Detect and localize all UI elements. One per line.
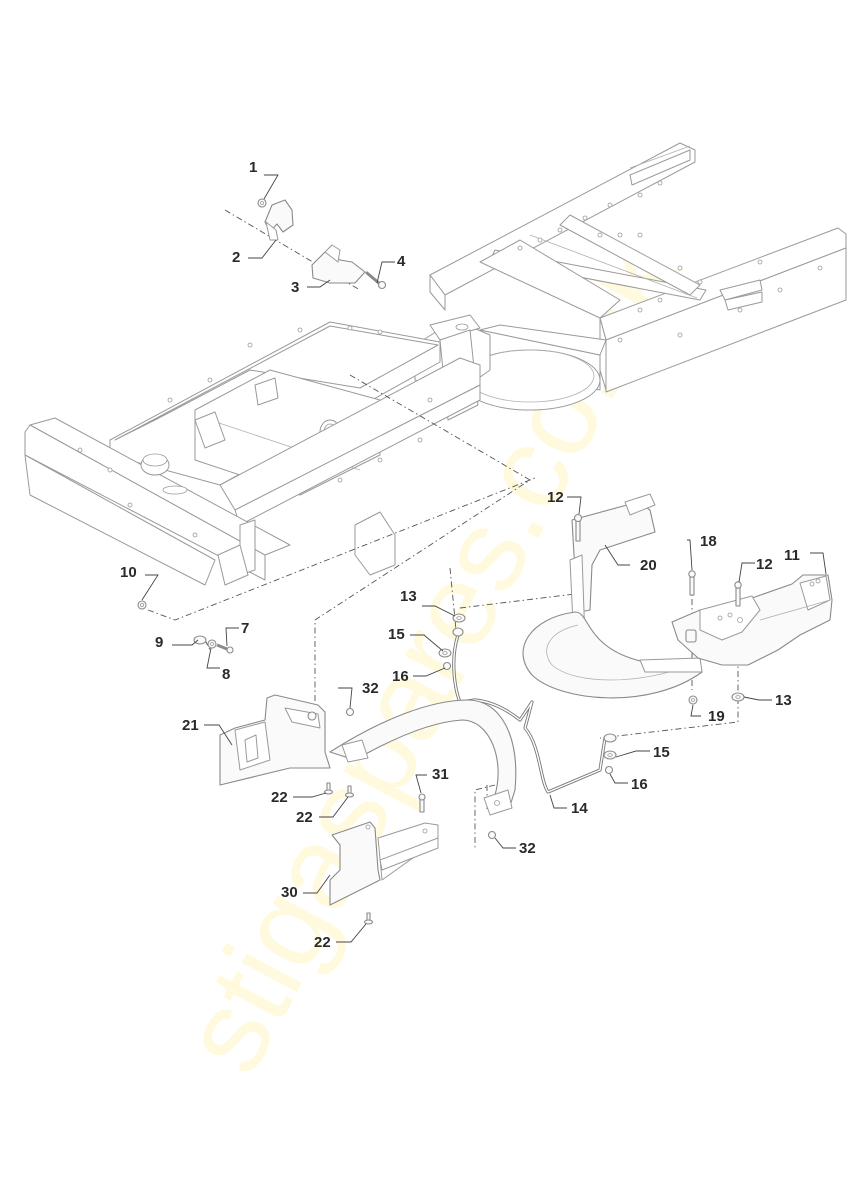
- part-32-nut-top: [345, 707, 355, 717]
- part-22-screw-b: [344, 785, 355, 798]
- part-4-bolt: [365, 271, 387, 290]
- leader-lines: [141, 174, 827, 943]
- part-22-screw-c: [363, 912, 374, 925]
- part-15-washer-right: [603, 750, 617, 760]
- callout-1: 1: [249, 159, 257, 176]
- callout-9: 9: [155, 634, 163, 651]
- callout-7: 7: [241, 620, 249, 637]
- part-13-washer-left: [452, 613, 466, 623]
- part-16-nut-right: [604, 765, 614, 775]
- callout-4: 4: [397, 253, 406, 270]
- callout-20: 20: [640, 557, 657, 574]
- callout-16-right: 16: [631, 776, 648, 793]
- callout-32-top: 32: [362, 680, 379, 697]
- callout-2: 2: [232, 249, 240, 266]
- callout-18: 18: [700, 533, 717, 550]
- callout-13-left: 13: [400, 588, 417, 605]
- part-7-bolt: [216, 643, 234, 654]
- part-2-bracket: [264, 199, 294, 241]
- part-11-right-bracket: [671, 574, 833, 666]
- callout-21: 21: [182, 717, 199, 734]
- callout-22-c: 22: [314, 934, 331, 951]
- part-8-washer: [207, 639, 217, 649]
- part-12-bolt-left: [573, 513, 583, 542]
- part-10-nut: [137, 600, 147, 610]
- callout-16-left: 16: [392, 668, 409, 685]
- part-13-washer-right: [731, 692, 745, 702]
- chassis-frame: [24, 142, 847, 586]
- part-18-bolt: [688, 570, 696, 596]
- part-31-bolt: [418, 793, 426, 813]
- part-12-bolt-right: [734, 581, 742, 607]
- part-1-nut: [257, 198, 267, 208]
- callout-30: 30: [281, 884, 298, 901]
- callout-3: 3: [291, 279, 299, 296]
- callout-19: 19: [708, 708, 725, 725]
- callout-32-bottom: 32: [519, 840, 536, 857]
- callout-15-right: 15: [653, 744, 670, 761]
- part-14-rod: [452, 627, 617, 794]
- part-19-nut: [688, 695, 698, 705]
- callout-12-right: 12: [756, 556, 773, 573]
- callout-11: 11: [784, 547, 800, 564]
- callout-14: 14: [571, 800, 588, 817]
- part-30-guard-plate: [329, 821, 439, 906]
- part-21-left-bracket: [219, 694, 517, 816]
- part-3-plate: [311, 244, 366, 284]
- part-9-spacer: [193, 635, 207, 645]
- part-20-deflector-arm: [522, 493, 703, 699]
- part-15-washer-left: [438, 648, 452, 658]
- frame-holes: [77, 180, 823, 538]
- callout-13-right: 13: [775, 692, 792, 709]
- callout-labels: 1 2 3 4 7 8 9 10 11 12 12 13 13 14 15 15…: [120, 159, 800, 951]
- callout-12-left: 12: [547, 489, 564, 506]
- part-16-nut-left: [442, 661, 452, 671]
- callout-10: 10: [120, 564, 137, 581]
- part-22-screw-a: [323, 782, 334, 795]
- callout-22-a: 22: [271, 789, 288, 806]
- callout-31: 31: [432, 766, 449, 783]
- callout-22-b: 22: [296, 809, 313, 826]
- callout-8: 8: [222, 666, 230, 683]
- part-32-nut-bottom: [487, 830, 497, 840]
- callout-15-left: 15: [388, 626, 405, 643]
